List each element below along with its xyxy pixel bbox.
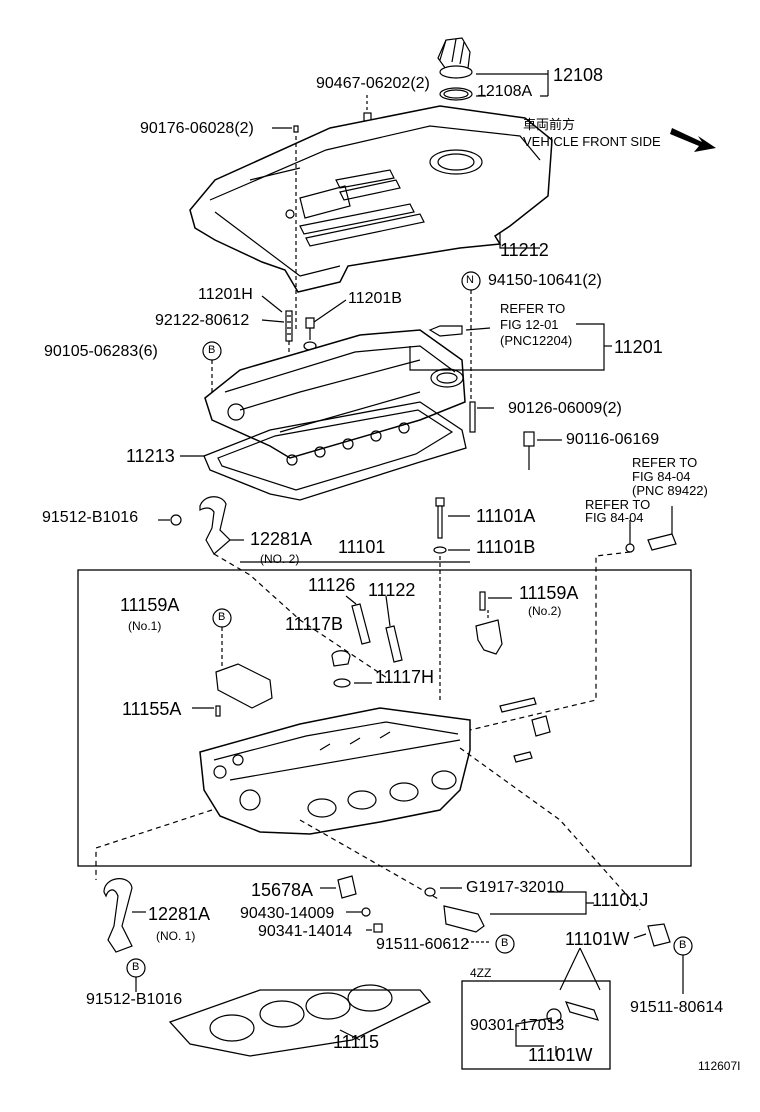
leader-lines [240,323,612,1056]
oil-filler-cap-drawing [437,37,549,101]
marker-b-text: B [208,344,216,356]
marker-b-text: B [501,937,509,949]
label-no1-lower: (NO. 1) [156,929,196,943]
part-label-11117b: 11117B [285,614,344,634]
part-label-90105: 90105-06283(6) [44,343,158,360]
part-label-12108a: 12108A [477,83,533,100]
label-no2-upper: (NO. 2) [260,552,300,566]
part-label-91511-80614: 91511-80614 [630,999,724,1016]
camshaft-bearing-caps-drawing [192,591,512,717]
part-label-91511-60612: 91511-60612 [376,936,470,953]
refer-to-note-2: REFER TO [632,455,698,470]
engine-hanger-no1-drawing [103,878,146,992]
label-no1-upper: (No.1) [128,619,162,633]
part-label-11201b: 11201B [348,290,402,307]
part-label-11115: 11115 [333,1032,380,1052]
part-label-11117h: 11117H [375,667,435,687]
label-no2-mid: (No.2) [528,604,562,618]
figure-number: 112607I [698,1059,741,1073]
part-label-91512-lower: 91512-B1016 [86,991,183,1008]
engine-4zz-parts-drawing [515,1001,600,1047]
refer-to-pnc-2: (PNC 89422) [632,483,708,498]
vehicle-front-label-en: VEHICLE FRONT SIDE [523,134,661,149]
part-label-90467: 90467-06202(2) [316,75,430,92]
marker-b-text: B [132,961,140,973]
part-label-90430: 90430-14009 [240,905,335,922]
cylinder-head-group-box [77,569,692,867]
ocv-drawing [424,887,594,954]
part-label-11159a-no2: 11159A [519,583,579,603]
part-label-15678a: 15678A [251,880,314,900]
part-label-g1917: G1917-32010 [466,879,564,896]
cylinder-head-drawing [95,697,641,911]
vehicle-front-label-jp: 車両前方 [523,117,576,132]
part-label-90126: 90126-06009(2) [508,400,622,417]
marker-b-text: B [679,939,687,951]
refer-to-fig-3: FIG 84-04 [585,510,644,525]
part-label-11101a: 11101A [476,506,536,526]
part-label-91512-upper: 91512-B1016 [42,509,139,526]
part-label-90176: 90176-06028(2) [140,120,254,137]
part-label-11101w-upper: 11101W [565,929,630,949]
head-bolt-drawing [433,497,470,700]
valve-guides-drawing [331,595,403,688]
studs-90126-90116-drawing [469,401,562,470]
part-label-11101w-lower: 11101W [528,1045,593,1065]
part-label-12281a-no2: 12281A [250,529,313,549]
part-label-11101b: 11101B [476,537,536,557]
part-label-12281a-no1: 12281A [148,904,211,924]
part-label-11101j: 11101J [592,890,649,910]
part-label-11212: 11212 [500,240,549,260]
sensor-84-04-drawing [469,506,677,731]
cam-sensor-drawing [559,923,693,994]
part-label-11101: 11101 [338,537,386,557]
refer-to-fig-2: FIG 84-04 [632,469,691,484]
engine-hanger-no2-drawing [158,496,391,681]
part-label-11126: 11126 [308,575,356,595]
part-label-90301: 90301-17013 [470,1017,565,1034]
refer-to-pnc-1: (PNC12204) [500,333,573,348]
part-label-90116: 90116-06169 [566,431,660,448]
refer-to-note-1: REFER TO [500,301,566,316]
part-label-11213: 11213 [126,446,175,466]
part-label-11201h: 11201H [198,286,253,303]
engine-cover-drawing [189,105,553,330]
part-label-12108: 12108 [553,65,604,85]
vehicle-front-arrow-icon [670,128,716,152]
part-label-92122: 92122-80612 [155,312,250,329]
part-label-11201: 11201 [614,337,663,357]
refer-to-note-3: REFER TO [585,497,651,512]
part-label-90341: 90341-14014 [258,923,353,940]
refer-to-fig-1: FIG 12-01 [500,317,559,332]
part-label-11155a: 11155A [122,699,182,719]
part-label-11122: 11122 [368,580,416,600]
oil-control-valve-parts-drawing [320,875,383,933]
head-gasket-drawing [168,984,432,1057]
marker-n-text: N [466,274,474,286]
part-label-11159a-no1: 11159A [120,595,180,615]
part-label-94150: 94150-10641(2) [488,272,602,289]
cover-gasket-drawing [180,401,467,501]
marker-b-text: B [218,611,226,623]
engine-4zz-box [461,980,611,1070]
engine-variant-label: 4ZZ [470,966,492,980]
